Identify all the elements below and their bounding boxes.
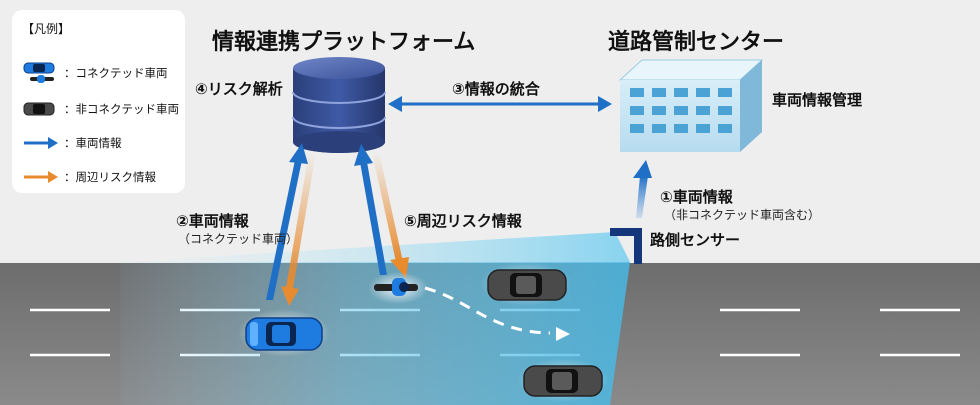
legend-label: ：コネクテッド車両: [64, 66, 168, 80]
platform-to-car-arrow: [281, 152, 316, 306]
vehicle-info-1-label: ①車両情報: [660, 188, 733, 206]
risk-analysis-label: ④リスク解析: [195, 80, 283, 98]
blue-arrow-icon: [24, 137, 58, 149]
building-icon: [618, 59, 764, 152]
integration-label: ③情報の統合: [452, 80, 540, 98]
vehicle-management-label: 車両情報管理: [772, 91, 863, 109]
vehicle-info-2-note: （コネクテッド車両）: [178, 232, 299, 246]
bike-to-platform-arrow: [354, 144, 387, 275]
motorcycle-path: [424, 286, 551, 335]
roadside-sensor-label: 路側センサー: [650, 231, 741, 249]
integration-arrow: [388, 96, 612, 112]
risk-info-label: ⑤周辺リスク情報: [404, 212, 522, 230]
database-icon: [292, 57, 386, 153]
car-to-platform-arrow: [266, 143, 308, 300]
vehicle-info-1-note: （非コネクテッド車両含む）: [664, 208, 821, 222]
legend-item-vehicle-info: ：車両情報: [22, 132, 182, 154]
vehicle-info-2-label: ②車両情報: [176, 212, 249, 230]
non-connected-car-icon: [517, 358, 609, 402]
motorcycle-path-arrowhead: [556, 327, 570, 341]
non-connected-car-icon: [480, 262, 572, 306]
legend-item-risk-info: ：周辺リスク情報: [22, 166, 182, 188]
connected-car-icon: [238, 309, 330, 357]
non-connected-vehicle-icon: [23, 102, 55, 116]
legend-item-connected: ：コネクテッド車両: [22, 62, 182, 84]
legend-label: ：非コネクテッド車両: [64, 102, 179, 116]
sensor-beam-top: [120, 232, 630, 262]
legend: 【凡例】 ：コネクテッド車両 ：非コネクテッド車両 ：車両情報 ：周辺リスク情報: [12, 10, 185, 193]
platform-title: 情報連携プラットフォーム: [212, 30, 476, 55]
sensor-to-center-arrow: [633, 160, 652, 218]
legend-label: ：周辺リスク情報: [64, 170, 156, 184]
traffic-center-title: 道路管制センター: [608, 30, 785, 55]
legend-label: ：車両情報: [64, 136, 122, 150]
legend-title: 【凡例】: [22, 22, 71, 36]
motorcycle-icon: [368, 272, 428, 304]
connected-vehicle-icon: [23, 62, 55, 83]
roadside-sensor-icon: [610, 228, 642, 264]
orange-arrow-icon: [24, 171, 58, 183]
legend-item-non-connected: ：非コネクテッド車両: [22, 98, 182, 120]
